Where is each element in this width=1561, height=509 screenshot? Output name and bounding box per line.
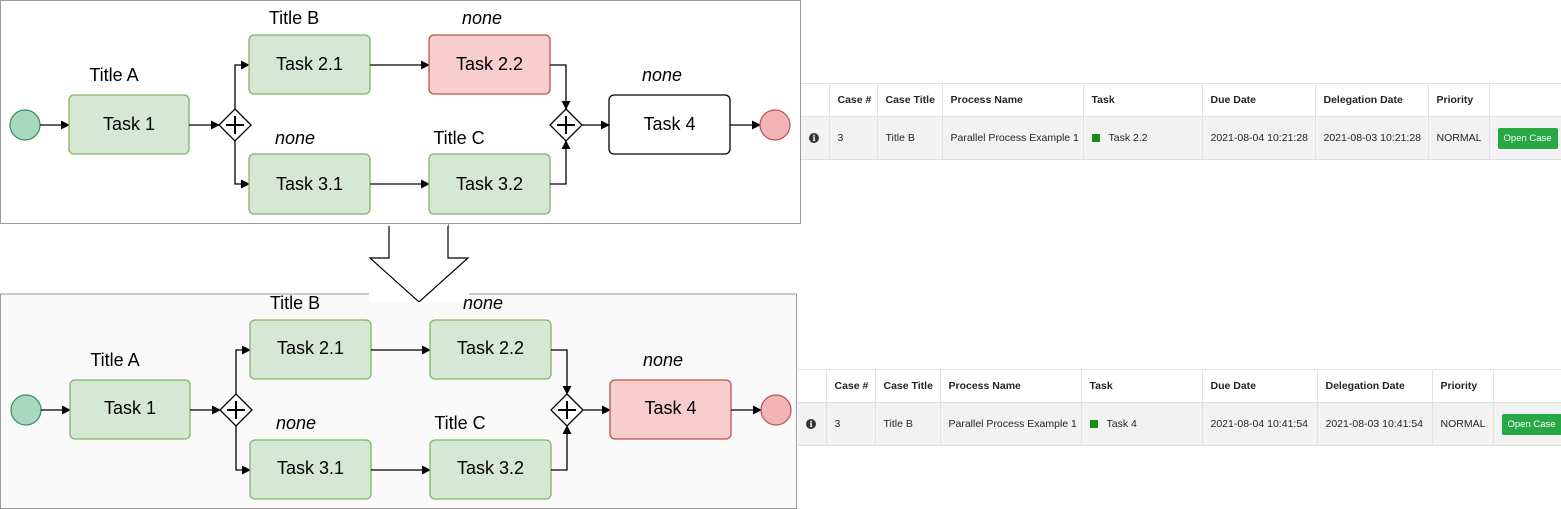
column-header-priority[interactable]: Priority <box>1431 369 1493 403</box>
task-box-3-1: Task 3.1 <box>248 153 371 215</box>
due-date-cell: 2021-08-04 10:21:28 <box>1201 116 1315 160</box>
column-header-due-date[interactable]: Due Date <box>1201 83 1315 117</box>
column-header-delegation-date[interactable]: Delegation Date <box>1316 369 1432 403</box>
title-a-label: Title A <box>90 350 139 370</box>
none-label-2-2: none <box>462 8 502 28</box>
none-label-2-2: none <box>463 293 503 313</box>
info-icon[interactable]: i <box>806 419 816 429</box>
column-header-case-number[interactable]: Case # <box>825 369 875 403</box>
title-b-label: Title B <box>269 8 319 28</box>
task-status-icon <box>1091 134 1100 142</box>
task-label: Task 2.2 <box>457 338 524 358</box>
open-case-button[interactable]: Open Case <box>1497 127 1558 149</box>
action-cell: Open Case <box>1488 116 1561 160</box>
process-name-cell: Parallel Process Example 1 <box>939 402 1081 446</box>
column-header-process-name[interactable]: Process Name <box>941 83 1083 117</box>
task-box-2-1: Task 2.1 <box>249 319 372 380</box>
info-cell[interactable]: i <box>798 402 826 446</box>
diagram-after: Task 1 Title A Task 2.1 Title B Task 2.2… <box>0 293 797 509</box>
column-header-case-title[interactable]: Case Title <box>874 369 940 403</box>
process-name-cell: Parallel Process Example 1 <box>941 116 1083 160</box>
parallel-join-gateway <box>549 108 583 142</box>
info-cell[interactable]: i <box>801 116 829 160</box>
table-header-row: Case # Case Title Process Name Task Due … <box>801 83 1561 117</box>
task-box-2-2: Task 2.2 <box>428 34 551 95</box>
column-header <box>798 369 826 403</box>
task-label: Task 3.1 <box>276 174 343 194</box>
task-label: Task 2.1 <box>276 54 343 74</box>
task-label: Task 3.1 <box>277 458 344 478</box>
column-header-delegation-date[interactable]: Delegation Date <box>1314 83 1428 117</box>
parallel-join-gateway <box>550 393 584 427</box>
title-a-label: Title A <box>89 65 138 85</box>
delegation-date-cell: 2021-08-03 10:21:28 <box>1314 116 1428 160</box>
case-number-cell: 3 <box>825 402 875 446</box>
priority-cell: NORMAL <box>1427 116 1489 160</box>
priority-cell: NORMAL <box>1431 402 1493 446</box>
task-label: Task 1 <box>103 114 155 134</box>
task-cell: Task 2.2 <box>1082 116 1202 160</box>
diagram-before: Task 1 Title A Task 2.1 Title B Task 2.2… <box>0 0 801 224</box>
task-label: Task 3.2 <box>457 458 524 478</box>
task-box-4: Task 4 <box>608 94 731 155</box>
column-header-task[interactable]: Task <box>1080 369 1202 403</box>
task-label: Task 3.2 <box>456 174 523 194</box>
column-header-priority[interactable]: Priority <box>1427 83 1489 117</box>
column-header-process-name[interactable]: Process Name <box>939 369 1081 403</box>
open-case-button[interactable]: Open Case <box>1501 413 1561 435</box>
table-row[interactable]: i 3 Title B Parallel Process Example 1 T… <box>798 402 1561 446</box>
task-box-4: Task 4 <box>609 379 732 440</box>
column-header <box>801 83 829 117</box>
delegation-date-cell: 2021-08-03 10:41:54 <box>1316 402 1432 446</box>
task-name: Task 2.2 <box>1108 132 1148 144</box>
start-event <box>9 109 41 141</box>
none-label-4: none <box>642 65 682 85</box>
task-box-1: Task 1 <box>68 94 190 155</box>
table-row[interactable]: i 3 Title B Parallel Process Example 1 T… <box>801 116 1561 160</box>
action-cell: Open Case <box>1492 402 1561 446</box>
task-label: Task 4 <box>644 398 696 418</box>
column-header-task[interactable]: Task <box>1082 83 1202 117</box>
start-event <box>10 394 42 426</box>
due-date-cell: 2021-08-04 10:41:54 <box>1201 402 1317 446</box>
task-box-2-2: Task 2.2 <box>429 319 552 380</box>
task-box-3-2: Task 3.2 <box>429 439 552 500</box>
title-c-label: Title C <box>433 128 484 148</box>
parallel-split-gateway <box>219 393 253 427</box>
column-header-due-date[interactable]: Due Date <box>1201 369 1317 403</box>
column-header <box>1488 83 1561 117</box>
end-event <box>760 394 792 426</box>
task-label: Task 2.2 <box>456 54 523 74</box>
none-label-4: none <box>643 350 683 370</box>
task-status-icon <box>1089 420 1098 428</box>
case-title-cell: Title B <box>876 116 942 160</box>
task-box-2-1: Task 2.1 <box>248 34 371 95</box>
case-list-table-before: Case # Case Title Process Name Task Due … <box>801 83 1561 160</box>
title-b-label: Title B <box>270 293 320 313</box>
column-header-case-number[interactable]: Case # <box>828 83 877 117</box>
info-icon[interactable]: i <box>809 133 819 143</box>
down-arrow-icon <box>368 224 470 303</box>
column-header-case-title[interactable]: Case Title <box>876 83 942 117</box>
case-number-cell: 3 <box>828 116 877 160</box>
title-c-label: Title C <box>434 413 485 433</box>
task-label: Task 4 <box>643 114 695 134</box>
task-label: Task 2.1 <box>277 338 344 358</box>
case-list-table-after: Case # Case Title Process Name Task Due … <box>798 369 1561 446</box>
none-label-3-1: none <box>275 128 315 148</box>
task-name: Task 4 <box>1106 418 1137 430</box>
task-box-3-1: Task 3.1 <box>249 439 372 500</box>
end-event <box>759 109 791 141</box>
task-cell: Task 4 <box>1080 402 1202 446</box>
task-box-1: Task 1 <box>69 379 191 440</box>
task-box-3-2: Task 3.2 <box>428 153 551 215</box>
table-header-row: Case # Case Title Process Name Task Due … <box>798 369 1561 403</box>
task-label: Task 1 <box>104 398 156 418</box>
case-title-cell: Title B <box>874 402 940 446</box>
column-header <box>1492 369 1561 403</box>
none-label-3-1: none <box>276 413 316 433</box>
